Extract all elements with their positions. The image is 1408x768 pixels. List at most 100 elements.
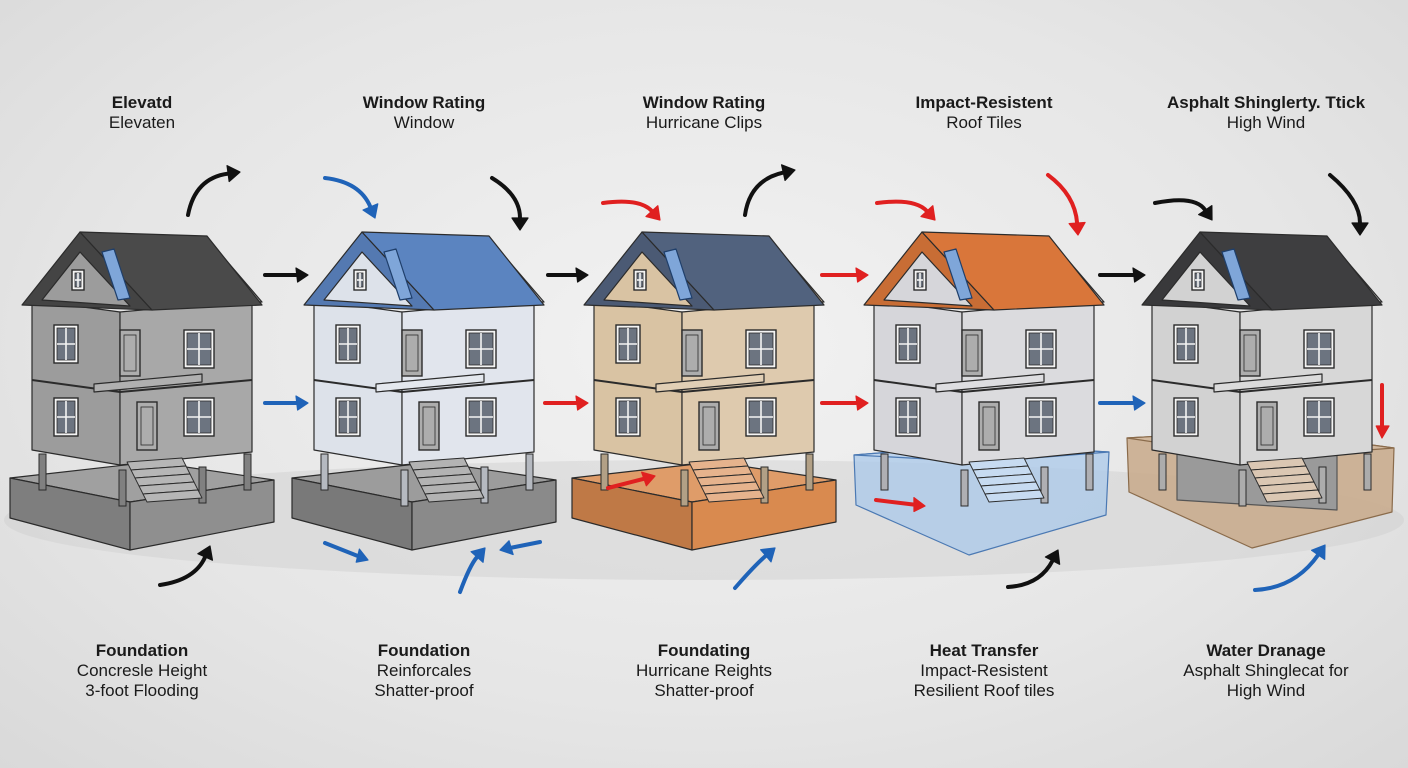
stage-5-bottom-line-2: High Wind xyxy=(1226,681,1306,700)
door-upper xyxy=(401,329,423,377)
stage-4-top-title: Impact-Resistent xyxy=(915,93,1053,112)
arrow-s2-top-right-head xyxy=(511,217,529,231)
house-stage-2 xyxy=(291,231,557,551)
house-stage-4 xyxy=(853,231,1110,556)
floor-line-side xyxy=(681,379,815,393)
stage-2-top-subtitle: Window xyxy=(393,113,455,132)
gable-front xyxy=(1161,251,1251,307)
arrow-s2-bottom-left-shaft xyxy=(323,541,359,558)
roof-slope xyxy=(641,231,825,311)
stage-5-bottom-line-1: Asphalt Shinglecat for xyxy=(1183,661,1349,680)
floor-line-side xyxy=(961,379,1095,393)
arrow-s2-mid-head xyxy=(295,395,309,411)
stage-2-top-caption: Window Rating Window xyxy=(304,93,544,133)
stage-1-top-title: Elevatd xyxy=(111,93,173,112)
floor-line-side xyxy=(1239,379,1373,393)
arrow-s2-top-right xyxy=(490,176,529,231)
arrow-s4-to-s5-head xyxy=(1132,267,1146,283)
stilt-4 xyxy=(243,453,252,491)
stage-1-bottom-title: Foundation xyxy=(95,641,189,660)
arrow-s2-bottom-shaft xyxy=(458,554,480,594)
arrow-s4-mid-head xyxy=(855,395,869,411)
stair-step-5 xyxy=(142,489,203,503)
arrow-s5-top-right-shaft xyxy=(1328,173,1362,225)
house-stage-5 xyxy=(1126,231,1395,549)
stage-3-top-caption: Window Rating Hurricane Clips xyxy=(584,93,824,133)
door-lower xyxy=(418,401,440,451)
arrow-s1-top-shaft xyxy=(186,171,231,217)
door-lower-panel xyxy=(1260,406,1274,446)
arrow-s2-top-right-shaft xyxy=(490,176,522,220)
arrow-s1-bottom-head xyxy=(197,545,214,561)
arrow-s1-bottom-shaft xyxy=(158,554,208,587)
arrow-s5-bottom-head xyxy=(1310,544,1326,561)
arrow-s5-bottom xyxy=(1253,544,1326,592)
arrow-s1-to-s2 xyxy=(263,267,309,283)
stage-5-top-title: Asphalt Shinglerty. Ttick xyxy=(1166,93,1366,112)
stilt-2 xyxy=(960,469,969,507)
stage-4-top-caption: Impact-Resistent Roof Tiles xyxy=(864,93,1104,133)
arrow-s3-top xyxy=(601,199,661,221)
arrow-s2-top xyxy=(323,176,379,219)
arrow-s2-top-head xyxy=(362,203,379,219)
stage-1-top-subtitle: Elevaten xyxy=(108,113,176,132)
arrow-s2-bottom xyxy=(458,547,486,594)
arrow-s5-top xyxy=(1153,198,1213,221)
stage-2-bottom-line-1: Reinforcales xyxy=(376,661,472,680)
house-stage-1 xyxy=(9,231,275,551)
arrow-s5-bottom-shaft xyxy=(1253,552,1321,592)
arrow-s2-bottom-right xyxy=(499,540,542,556)
arrow-s4-top-right xyxy=(1046,173,1086,236)
house-stage-3 xyxy=(571,231,837,551)
arrow-s5-mid xyxy=(1098,395,1146,411)
arrow-s5-top-head xyxy=(1198,204,1213,221)
arrow-s3-top-right-head xyxy=(780,164,796,182)
arrow-s2-mid xyxy=(263,395,309,411)
gable-front xyxy=(41,251,131,307)
door-lower-panel xyxy=(140,406,154,446)
arrow-s4-top-head xyxy=(920,205,936,221)
stilt-1 xyxy=(38,453,47,491)
stage-4-bottom-line-2: Resilient Roof tiles xyxy=(913,681,1055,700)
arrow-s2-to-s3-head xyxy=(575,267,589,283)
door-upper xyxy=(1239,329,1261,377)
stage-4-bottom-title: Heat Transfer xyxy=(929,641,1039,660)
stage-3-bottom-line-1: Hurricane Reights xyxy=(635,661,773,680)
balcony-slab xyxy=(375,373,485,393)
door-lower xyxy=(1256,401,1278,451)
door-lower xyxy=(698,401,720,451)
stage-5-bottom-caption: Water Dranage Asphalt Shinglecat for Hig… xyxy=(1146,641,1386,701)
arrow-s3-mid-head xyxy=(575,395,589,411)
arrow-s5-top-right-head xyxy=(1351,222,1369,236)
skylight xyxy=(101,248,131,301)
arrow-s4-to-s5 xyxy=(1098,267,1146,283)
stage-3-bottom-caption: Foundating Hurricane Reights Shatter-pro… xyxy=(584,641,824,701)
stilt-1 xyxy=(1158,453,1167,491)
arrow-s3-top-right-shaft xyxy=(743,170,786,217)
door-lower-panel xyxy=(422,406,436,446)
stilt-1 xyxy=(880,453,889,491)
arrow-s4-water xyxy=(874,496,926,513)
arrow-s3-bottom xyxy=(733,547,776,590)
gable-front xyxy=(883,251,973,307)
stage-5-top-caption: Asphalt Shinglerty. Ttick High Wind xyxy=(1146,93,1386,133)
arrow-s4-bottom-shaft xyxy=(1006,558,1055,589)
arrow-s3-to-s4 xyxy=(820,267,869,283)
stage-1-top-caption: Elevatd Elevaten xyxy=(22,93,262,133)
arrow-s3-base-shaft xyxy=(606,476,646,490)
door-upper-panel xyxy=(1243,334,1257,372)
arrow-s4-top xyxy=(875,199,936,221)
arrow-s4-top-shaft xyxy=(875,199,929,214)
stilt-2 xyxy=(118,469,127,507)
stage-2-bottom-title: Foundation xyxy=(377,641,471,660)
arrow-s2-bottom-left-head xyxy=(355,548,369,563)
stage-2-bottom-line-2: Shatter-proof xyxy=(374,681,474,700)
arrow-s3-top-right xyxy=(743,164,796,217)
stilt-3 xyxy=(760,466,769,504)
door-lower xyxy=(136,401,158,451)
stage-1-bottom-caption: Foundation Concresle Height 3-foot Flood… xyxy=(22,641,262,701)
arrow-s2-bottom-right-head xyxy=(499,540,514,556)
arrow-s2-top-shaft xyxy=(323,176,373,209)
door-lower-panel xyxy=(982,406,996,446)
skylight xyxy=(383,248,413,301)
